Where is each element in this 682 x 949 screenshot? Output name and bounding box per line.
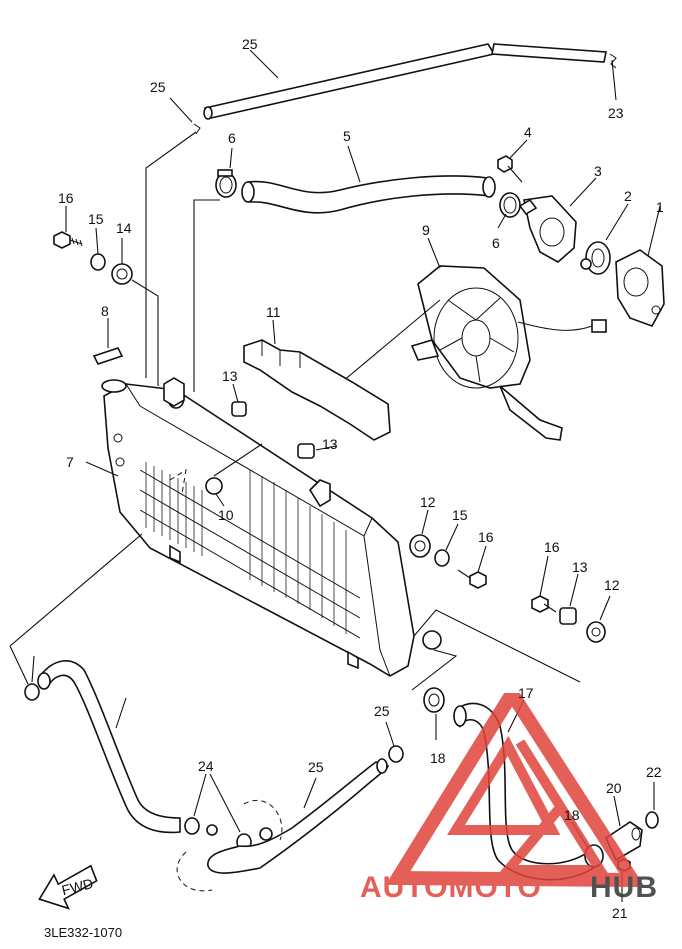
grommet-12-b [586,621,606,643]
callout-18-b: 18 [564,807,580,823]
grommet-14 [111,263,133,285]
callout-9: 8 [101,303,109,319]
callout-18-a: 18 [430,750,446,766]
hose-22 [203,43,607,120]
callout-24: 25 [308,759,324,775]
callout-13-c: 13 [572,559,588,575]
automotohub-watermark: AUTOMOTO HUB [360,693,658,904]
hose-24 [207,758,389,874]
callout-16-left: 16 [58,190,74,206]
washer-15-right [434,549,450,567]
callout-16-right-b: 16 [544,539,560,555]
callout-13-b: 13 [322,436,338,452]
hose-5 [241,175,496,214]
thermostat-2 [580,241,611,275]
callout-labels: 25 25 23 6 5 4 3 2 1 6 9 16 15 14 11 8 1… [58,36,664,921]
watermark-swoosh [497,739,610,875]
radiator-7 [101,377,442,677]
clamp-6-left [215,169,237,198]
bolt-16-right-a [457,569,487,589]
callout-7: 7 [66,454,74,470]
spacer-13-a [231,401,247,417]
callout-1: 1 [656,199,664,215]
washer-15-left [90,253,106,271]
cap-9 [92,347,124,365]
radiator-core [139,462,361,639]
bracket-11 [243,339,391,441]
callout-11: 11 [266,304,281,320]
callout-22: 25 [242,36,258,52]
clamp-25-b [184,817,200,835]
callout-16-right-a: 16 [478,529,494,545]
callout-13-a: 13 [222,368,238,384]
callout-25-b: 24 [198,758,214,774]
callout-10: 10 [218,507,234,523]
callout-23-left: 25 [150,79,166,95]
callout-25-d: 25 [374,703,390,719]
callout-23-right: 23 [608,105,624,121]
bolt-16-right-b [531,595,557,613]
watermark-text-left: AUTOMOTO [360,871,542,904]
callout-2: 2 [624,188,632,204]
bolt-16-left [53,231,83,249]
clamp-25-a [24,683,40,701]
spacer-13-b [297,443,315,459]
oring-21 [645,811,659,829]
callout-17: 17 [518,685,534,701]
callout-8: 9 [422,222,430,238]
spacer-13-c [559,607,577,625]
clamp-6-right [499,192,521,218]
nipple-left [206,824,273,841]
callout-12-b: 12 [604,577,620,593]
hose-26 [37,660,181,834]
watermark-triangle-inner [447,735,561,835]
watermark-triangle-outer [385,693,645,888]
fwd-label: FWD [60,875,95,898]
callout-3: 3 [594,163,602,179]
callout-4: 4 [524,124,532,140]
fan-8 [410,265,607,441]
callout-6-left: 6 [228,130,236,146]
grommet-12-a [409,534,431,558]
callout-15-left: 15 [88,211,104,227]
callout-12-a: 12 [420,494,436,510]
callout-19: 20 [606,780,622,796]
callout-20: 21 [612,905,628,921]
figure-code: 3LE332-1070 [44,925,122,940]
bolt-4 [497,155,523,183]
fwd-arrow-icon: FWD [38,864,98,910]
callout-5: 5 [343,128,351,144]
callout-15-right: 15 [452,507,468,523]
callout-21: 22 [646,764,662,780]
watermark-text-right: HUB [590,871,658,904]
clamp-18-a [423,687,445,713]
thermostat-cover-3 [518,195,577,263]
callout-14: 14 [116,220,132,236]
callout-6-right: 6 [492,235,500,251]
clamp-25-d [388,745,404,763]
thermostat-housing-1 [615,249,665,327]
